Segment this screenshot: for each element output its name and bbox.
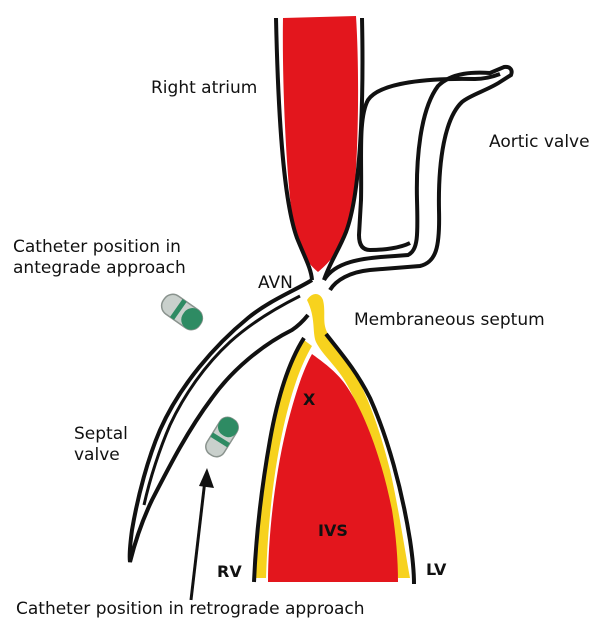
label-ivs: IVS — [318, 521, 348, 541]
retrograde-catheter — [202, 414, 241, 460]
label-avn: AVN — [258, 273, 293, 294]
label-lv: LV — [426, 560, 446, 580]
antegrade-catheter — [158, 290, 207, 333]
label-right-atrium: Right atrium — [151, 78, 257, 99]
label-rv: RV — [217, 562, 242, 582]
retrograde-arrow-shaft — [191, 480, 205, 600]
label-membraneous-septum: Membraneous septum — [354, 310, 545, 331]
label-aortic-valve: Aortic valve — [489, 132, 590, 153]
label-septal-valve: Septal valve — [74, 424, 154, 467]
retrograde-arrow-head — [199, 468, 214, 488]
label-catheter-antegrade: Catheter position in antegrade approach — [13, 237, 223, 280]
label-catheter-retrograde: Catheter position in retrograde approach — [16, 599, 365, 620]
label-x-marker: X — [303, 390, 315, 410]
